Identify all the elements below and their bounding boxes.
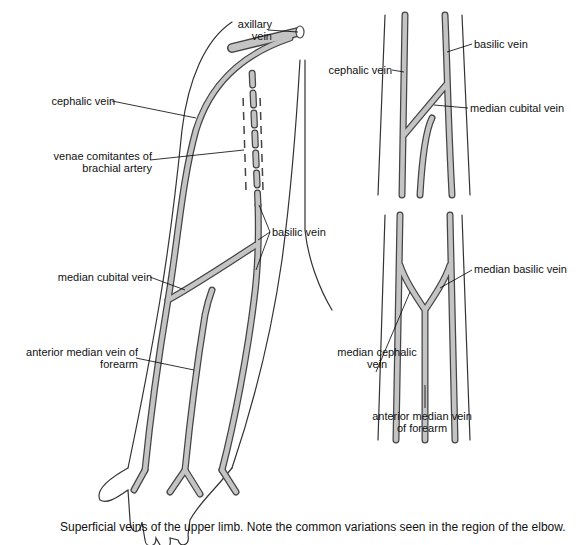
part-label: median cephalic vein [336,346,418,370]
part-label: anterior median vein of forearm [20,346,138,370]
part-label: cephalic vein [318,64,392,76]
limb-outline [99,15,470,545]
part-label: median cubital vein [44,271,152,283]
part-label: venae comitantes of brachial artery [40,150,152,174]
venae-comitantes [243,95,263,190]
leader-lines [112,30,472,408]
part-label: anterior median vein of forearm [372,410,472,434]
part-label: axillary vein [222,18,272,42]
part-label: median cubital vein [470,102,570,114]
part-label: median basilic vein [474,263,574,275]
part-label: basilic vein [272,226,342,238]
figure-caption: Superficial veins of the upper limb. Not… [60,520,578,534]
part-label: cephalic vein [40,95,115,107]
part-label: basilic vein [474,38,544,50]
